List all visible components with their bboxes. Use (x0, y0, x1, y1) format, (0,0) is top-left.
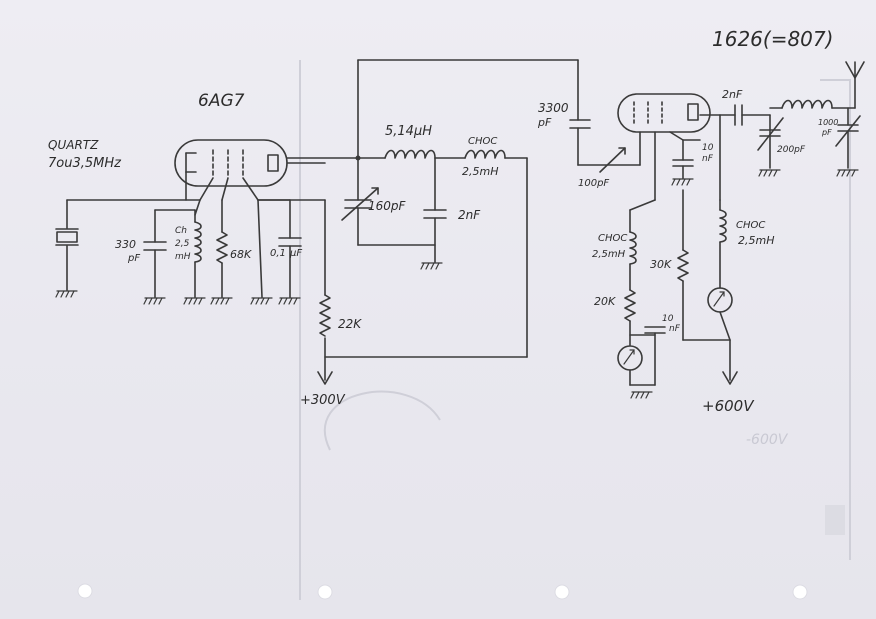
label-c3300: 3300 (538, 101, 569, 115)
label-c10nf-b-unit: nF (669, 324, 681, 334)
ground-icon (55, 290, 78, 298)
label-quartz-freq: 7ou3,5MHz (48, 156, 122, 171)
label-choc-b: CHOC (598, 233, 627, 244)
label-c1000-unit: pF (821, 128, 832, 137)
punch-hole (317, 584, 333, 600)
meter-icon (707, 287, 733, 313)
label-c3300-unit: pF (537, 116, 552, 129)
label-c160: 160pF (368, 199, 407, 213)
punch-hole (554, 584, 570, 600)
label-c10nf-b: 10 (662, 314, 674, 324)
label-r68k: 68K (230, 248, 252, 261)
label-c2nf-a: 2nF (458, 208, 481, 222)
label-6ag7: 6AG7 (198, 91, 245, 111)
label-c1000: 1000 (818, 118, 838, 127)
label-c2nf-b: 2nF (722, 88, 743, 101)
svg-text:-600V: -600V (746, 432, 789, 448)
label-c10nf-a: 10 (702, 143, 714, 153)
label-r30k: 30K (650, 258, 672, 271)
label-c01-unit: μF (289, 248, 302, 259)
label-c330: 330 (115, 238, 136, 251)
label-v300: +300V (300, 393, 346, 408)
label-choc-a: CHOC (468, 136, 497, 147)
label-c200: 200pF (777, 145, 806, 155)
label-r22k: 22K (338, 317, 362, 331)
tube-1626 (617, 93, 711, 133)
bleed-through-marks (299, 60, 851, 600)
label-c100: 100pF (578, 178, 609, 189)
quartz-crystal-icon (55, 199, 79, 298)
label-l514: 5,14μH (385, 124, 432, 139)
label-ch-value: 2,5 (175, 239, 190, 249)
label-choc-c: CHOC (736, 220, 765, 231)
meter-icon (617, 345, 643, 371)
punch-hole (77, 583, 93, 599)
label-c01: 0,1 (270, 248, 286, 259)
label-r20k: 20K (594, 295, 616, 308)
punch-hole (792, 584, 808, 600)
title-1626-807: 1626(=807) (712, 27, 833, 51)
label-choc-c-value: 2,5mH (738, 234, 774, 247)
label-choc-b-value: 2,5mH (592, 249, 626, 260)
label-choc-a-value: 2,5mH (462, 165, 498, 178)
label-c330-unit: pF (127, 253, 140, 264)
label-c10nf-a-unit: nF (702, 154, 714, 164)
antenna-icon (845, 61, 865, 109)
label-v600: +600V (702, 397, 755, 415)
label-ch-unit: mH (175, 252, 191, 262)
label-quartz: QUARTZ (48, 138, 99, 152)
tube-6ag7 (174, 139, 288, 187)
label-ch: Ch (175, 226, 187, 236)
